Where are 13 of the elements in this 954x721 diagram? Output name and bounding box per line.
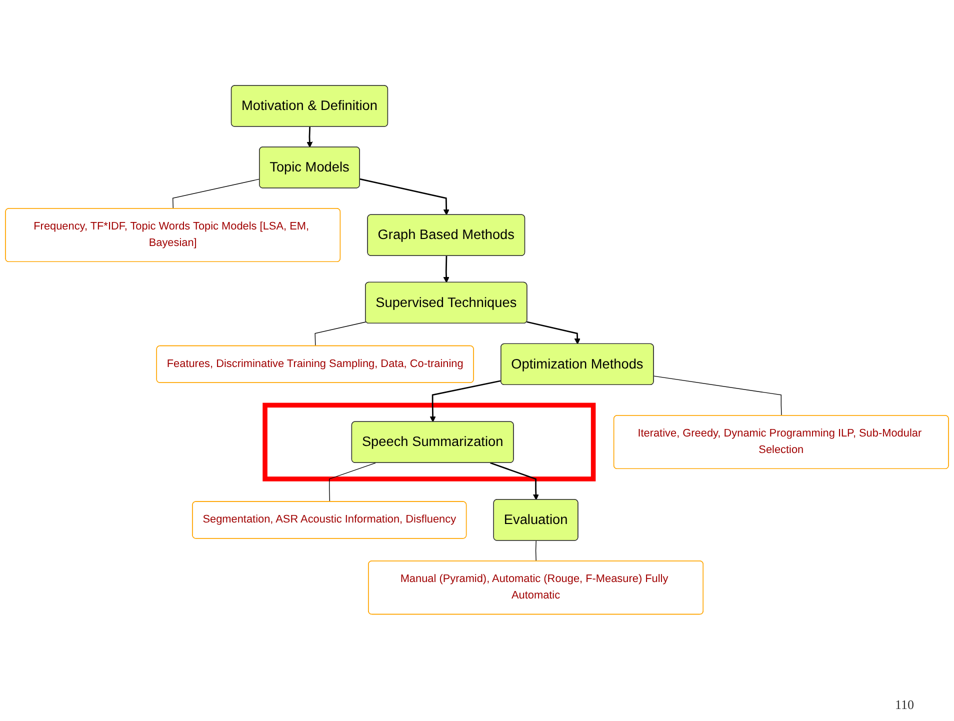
connector bbox=[329, 462, 376, 502]
arrow bbox=[526, 321, 580, 344]
arrow bbox=[490, 462, 539, 500]
arrow bbox=[443, 256, 450, 283]
arrow bbox=[430, 380, 502, 422]
connector bbox=[654, 376, 782, 416]
arrow bbox=[306, 126, 313, 148]
connector bbox=[172, 178, 260, 210]
page-number: 110 bbox=[894, 697, 914, 712]
connector bbox=[314, 322, 367, 347]
connector bbox=[535, 540, 536, 562]
arrow bbox=[360, 178, 450, 216]
cluster bbox=[262, 402, 596, 482]
